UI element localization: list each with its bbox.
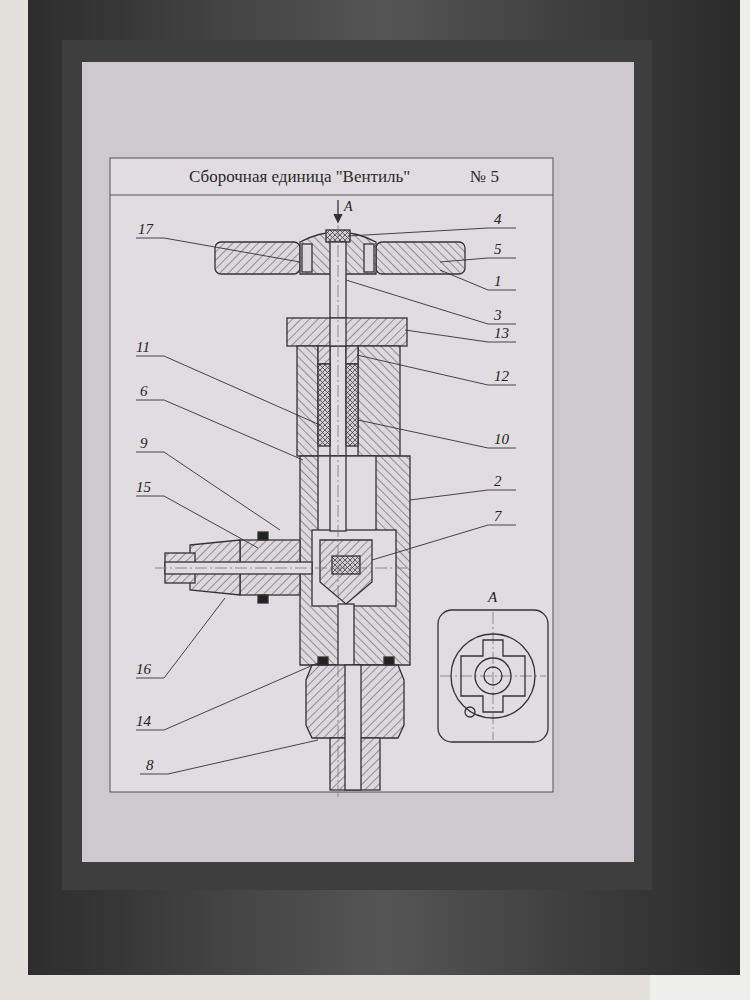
callout-number: 11 (136, 338, 150, 356)
callout-number: 2 (494, 472, 502, 490)
callout-number: 16 (136, 660, 151, 678)
callout-number: 9 (140, 434, 148, 452)
view-label: А (488, 588, 497, 606)
callout-number: 7 (494, 507, 502, 525)
callout-number: 5 (494, 240, 502, 258)
callout-number: 17 (138, 220, 153, 238)
sheet-number: № 5 (470, 167, 499, 187)
callout-number: 4 (494, 210, 502, 228)
callout-number: 15 (136, 478, 151, 496)
drawing-title: Сборочная единица "Вентиль" (189, 167, 410, 187)
callout-number: 1 (494, 272, 502, 290)
view-label: А (344, 198, 353, 216)
callout-number: 10 (494, 430, 509, 448)
callout-number: 12 (494, 367, 509, 385)
callout-number: 3 (494, 306, 502, 324)
callout-number: 6 (140, 382, 148, 400)
callout-number: 14 (136, 712, 151, 730)
callout-number: 8 (146, 756, 154, 774)
callout-number: 13 (494, 324, 509, 342)
